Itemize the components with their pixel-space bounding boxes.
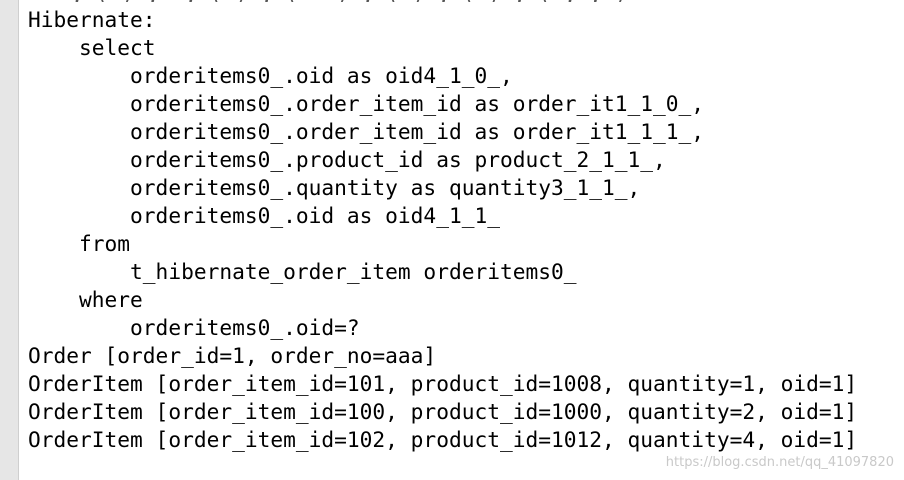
console-output[interactable]: Hibernate: select orderitems0_.oid as oi…: [28, 6, 857, 454]
console-line: select: [28, 35, 156, 60]
console-line: Order [order_id=1, order_no=aaa]: [28, 343, 437, 368]
console-line: orderitems0_.quantity as quantity3_1_1_,: [28, 175, 641, 200]
console-line: orderitems0_.oid as oid4_1_1_: [28, 203, 500, 228]
watermark-text: https://blog.csdn.net/qq_41097820: [665, 455, 894, 470]
console-line: orderitems0_.oid as oid4_1_0_,: [28, 63, 513, 88]
console-line: orderitems0_.product_id as product_2_1_1…: [28, 147, 666, 172]
console-line: OrderItem [order_item_id=100, product_id…: [28, 399, 858, 424]
console-line: Hibernate:: [28, 7, 156, 32]
console-line: orderitems0_.oid=?: [28, 315, 360, 340]
clipped-previous-line: , ( ) , , ( ) , ( _ ) , ( ) , ( ) , ( , …: [20, 0, 904, 2]
console-line: t_hibernate_order_item orderitems0_: [28, 259, 577, 284]
console-line: OrderItem [order_item_id=101, product_id…: [28, 371, 858, 396]
console-line: from: [28, 231, 131, 256]
left-gutter: [0, 0, 19, 480]
console-line: where: [28, 287, 143, 312]
console-line: orderitems0_.order_item_id as order_it1_…: [28, 119, 705, 144]
console-line: orderitems0_.order_item_id as order_it1_…: [28, 91, 705, 116]
console-line: OrderItem [order_item_id=102, product_id…: [28, 427, 858, 452]
